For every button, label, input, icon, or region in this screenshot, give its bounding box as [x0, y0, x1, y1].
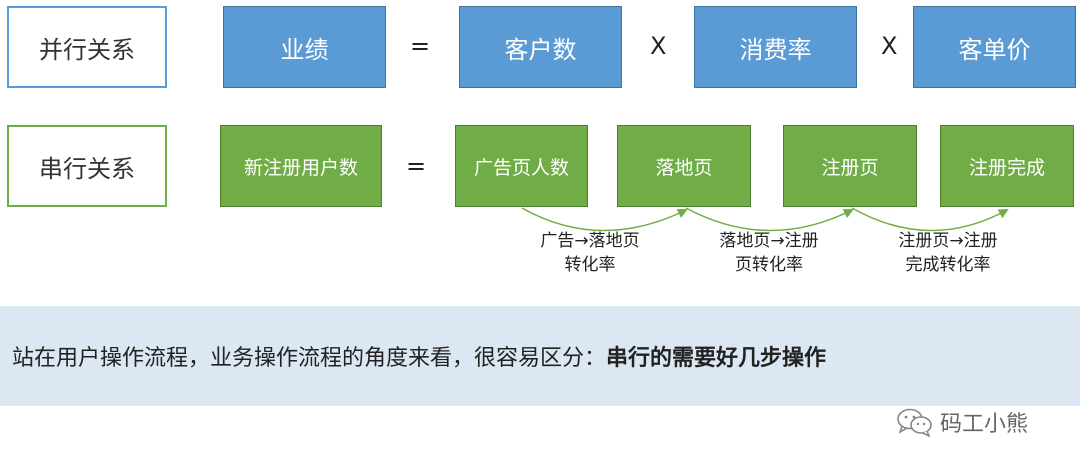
consumption-rate-box: 消费率 — [694, 6, 857, 88]
summary-text: 站在用户操作流程，业务操作流程的角度来看，很容易区分：串行的需要好几步操作 — [12, 346, 827, 371]
watermark: 码工小熊 — [896, 406, 1028, 438]
summary-bold: 串行的需要好几步操作 — [606, 346, 827, 371]
customer-count-box: 客户数 — [459, 6, 622, 88]
conversion-label-2: 落地页→注册 页转化率 — [719, 231, 819, 275]
multiply-sign: X — [881, 32, 898, 60]
register-done-box: 注册完成 — [940, 125, 1074, 207]
conversion-label-1: 广告→落地页 转化率 — [540, 231, 640, 275]
equals-sign: = — [410, 32, 431, 60]
watermark-text: 码工小熊 — [940, 412, 1029, 437]
new-users-box: 新注册用户数 — [220, 125, 382, 207]
multiply-sign: X — [650, 32, 667, 60]
arrow-register-to-done — [851, 207, 1009, 232]
equals-sign: = — [406, 152, 427, 180]
arrow-ad-to-landing — [521, 207, 688, 232]
serial-label: 串行关系 — [7, 125, 167, 207]
avg-order-value-box: 客单价 — [913, 6, 1076, 88]
summary-band: 站在用户操作流程，业务操作流程的角度来看，很容易区分：串行的需要好几步操作 — [0, 306, 1080, 406]
arrow-landing-to-register — [685, 207, 854, 232]
parallel-label: 并行关系 — [7, 6, 167, 88]
wechat-icon — [897, 408, 932, 437]
conversion-label-3: 注册页→注册 完成转化率 — [898, 231, 998, 275]
ad-page-box: 广告页人数 — [455, 125, 588, 207]
performance-box: 业绩 — [223, 6, 386, 88]
landing-page-box: 落地页 — [617, 125, 751, 207]
register-page-box: 注册页 — [783, 125, 917, 207]
